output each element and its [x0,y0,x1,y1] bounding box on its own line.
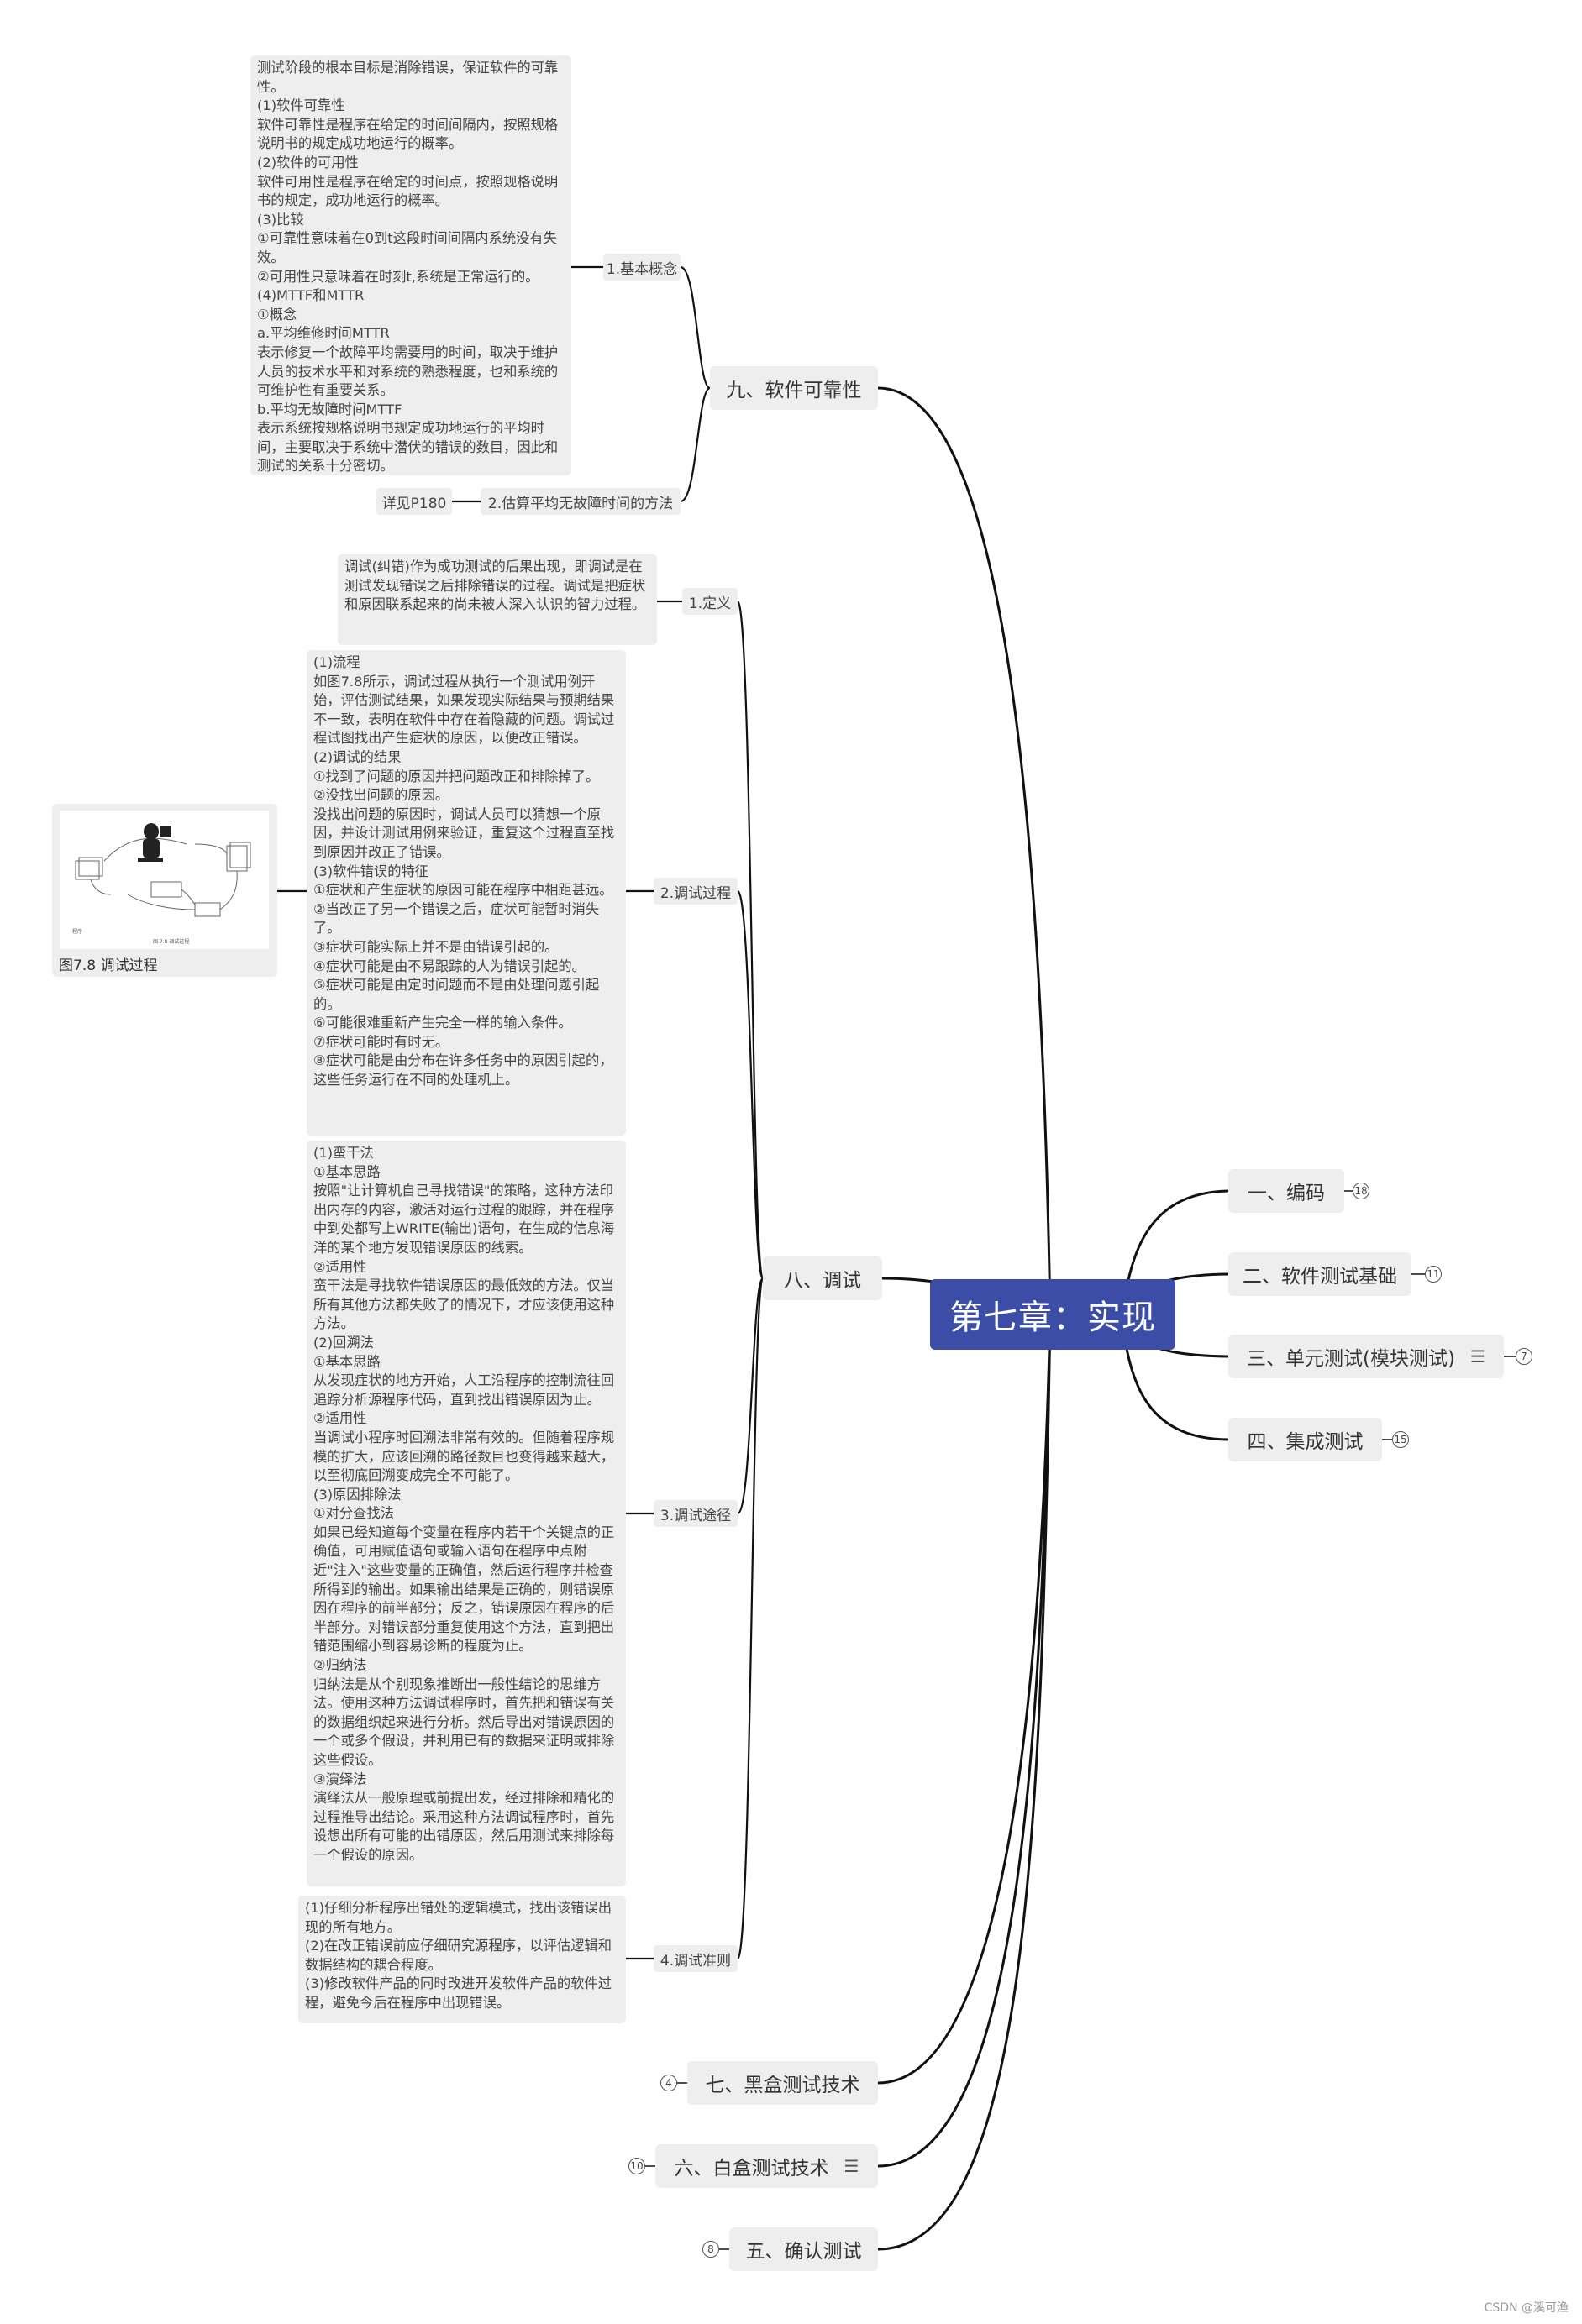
branch-whitebox-testing[interactable]: 六、白盒测试技术 ☰ [655,2144,878,2188]
svg-text:图 7.8 调试过程: 图 7.8 调试过程 [153,938,189,945]
link-debug-rules [736,1277,765,1960]
note-debug-process: (1)流程 如图7.8所示，调试过程从执行一个测试用例开始，评估测试结果，如果发… [307,650,626,1136]
branch-blackbox-testing[interactable]: 七、黑盒测试技术 [687,2061,878,2105]
sub-debug-approach[interactable]: 3.调试途径 [654,1500,738,1527]
branch-reliability-label: 九、软件可靠性 [726,380,862,401]
sub-debug-process[interactable]: 2.调试过程 [654,878,738,905]
branch-blackbox-testing-label: 七、黑盒测试技术 [705,2075,860,2096]
collapsed-count-badge[interactable]: 11 [1425,1266,1442,1283]
figure-caption: 图7.8 调试过程 [59,957,158,974]
root-node[interactable]: 第七章：实现 [930,1279,1175,1350]
figure-debug-process[interactable]: 程序 图 7.8 调试过程 图7.8 调试过程 [52,804,277,977]
collapsed-count-badge[interactable]: 7 [1516,1348,1532,1365]
sub-debug-rules[interactable]: 4.调试准则 [654,1945,738,1972]
sub-basic-concepts[interactable]: 1.基本概念 [603,254,681,281]
collapsed-count-badge[interactable]: 18 [1353,1183,1369,1199]
branch-test-basics-label: 二、软件测试基础 [1243,1266,1397,1288]
branch-unit-test-label: 三、单元测试(模块测试) [1247,1348,1455,1370]
collapsed-count-badge[interactable]: 10 [628,2158,645,2174]
link-reliability-basic [680,265,711,390]
branch-reliability[interactable]: 九、软件可靠性 [710,366,878,410]
note-basic-concepts: 测试阶段的根本目标是消除错误，保证软件的可靠性。 (1)软件可靠性 软件可靠性是… [250,55,571,475]
branch-coding-label: 一、编码 [1248,1183,1325,1204]
note-debug-definition: 调试(纠错)作为成功测试的后果出现，即调试是在测试发现错误之后排除错误的过程。调… [338,554,657,645]
branch-debugging-label: 八、调试 [784,1270,861,1292]
collapsed-count-badge[interactable]: 15 [1392,1431,1409,1448]
sub-debug-definition[interactable]: 1.定义 [682,588,738,615]
branch-integration-test-label: 四、集成测试 [1247,1431,1364,1453]
link-root-blackbox [877,1314,1052,2085]
note-debug-rules: (1)仔细分析程序出错处的逻辑模式，找出该错误出现的所有地方。 (2)在改正错误… [298,1896,626,2023]
branch-debugging[interactable]: 八、调试 [763,1256,882,1300]
svg-text:程序: 程序 [72,928,82,935]
note-lines-icon: ☰ [844,2156,859,2176]
sub-mttf-estimate[interactable]: 2.估算平均无故障时间的方法 [481,488,681,515]
link-debug-process [736,889,765,1280]
link-debug-definition [736,600,765,1280]
link-root-acceptance [877,1314,1052,2251]
link-reliability-estimate [680,386,711,503]
note-lines-icon: ☰ [1470,1346,1485,1367]
branch-acceptance-testing[interactable]: 五、确认测试 [729,2227,878,2271]
debug-process-diagram-image: 程序 图 7.8 调试过程 [60,811,269,949]
collapsed-count-badge[interactable]: 4 [660,2075,677,2091]
branch-whitebox-testing-label: 六、白盒测试技术 [674,2158,829,2180]
branch-test-basics[interactable]: 二、软件测试基础 [1228,1252,1411,1296]
link-debug-approach [736,1277,765,1515]
branch-coding[interactable]: 一、编码 [1228,1169,1344,1213]
branch-acceptance-testing-label: 五、确认测试 [745,2241,862,2263]
branch-integration-test[interactable]: 四、集成测试 [1228,1418,1382,1461]
branch-unit-test[interactable]: 三、单元测试(模块测试) ☰ [1228,1335,1504,1378]
note-see-p180: 详见P180 [376,488,452,515]
watermark: CSDN @溪可渔 [1484,2301,1569,2315]
collapsed-count-badge[interactable]: 8 [702,2241,719,2258]
note-debug-approach: (1)蛮干法 ①基本思路 按照"让计算机自己寻找错误"的策略，这种方法印出内存的… [307,1141,626,1886]
link-root-reliability [877,386,1052,1315]
